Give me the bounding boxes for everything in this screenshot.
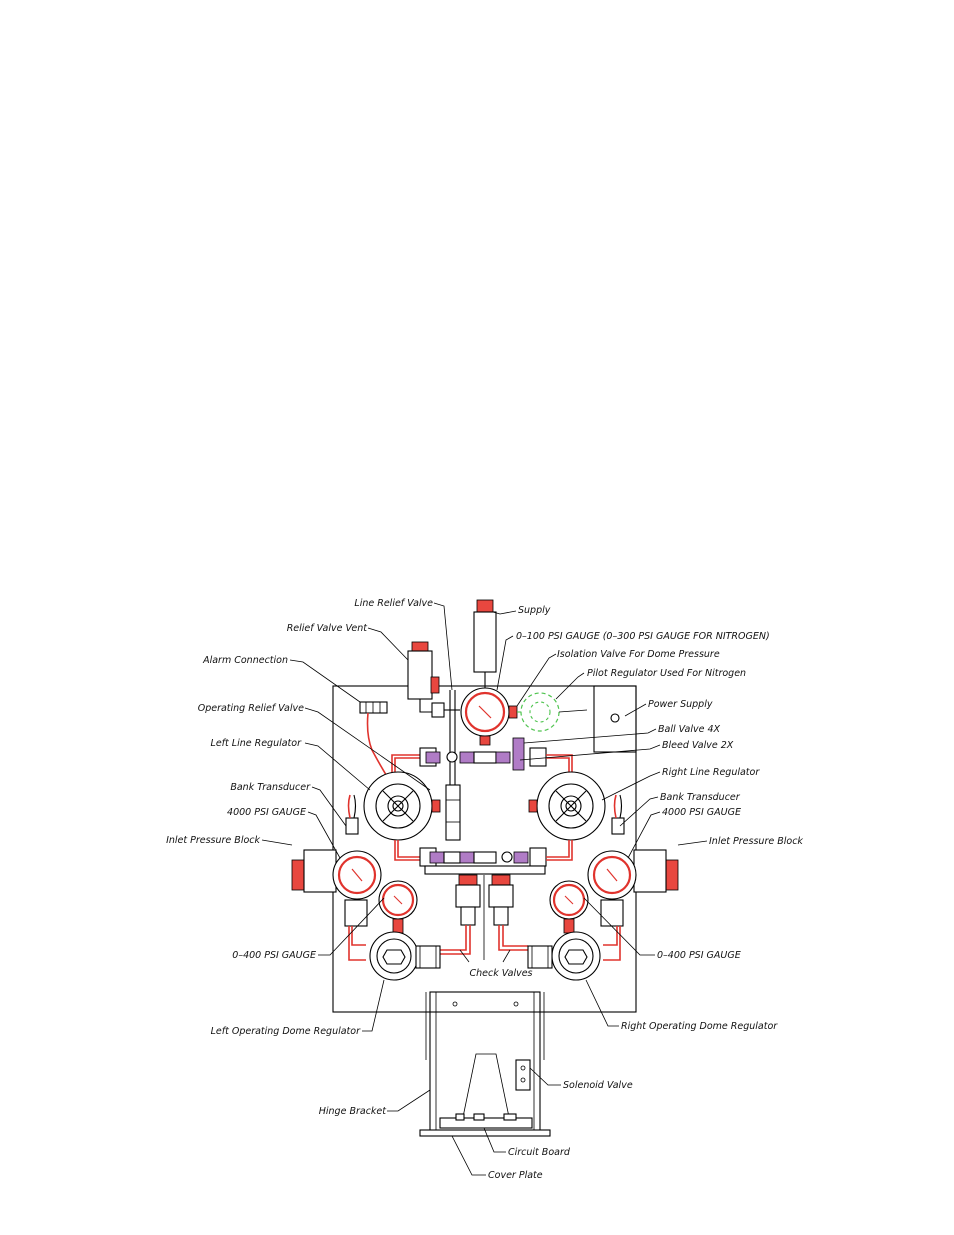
pilot-regulator bbox=[517, 692, 588, 732]
right-bank-assembly bbox=[587, 794, 679, 961]
label-ball-valve: Ball Valve 4X bbox=[658, 724, 721, 735]
lower-manifold bbox=[394, 840, 573, 875]
left-line-regulator bbox=[363, 771, 441, 841]
label-solenoid-valve: Solenoid Valve bbox=[563, 1080, 633, 1091]
label-right-dome-regulator: Right Operating Dome Regulator bbox=[621, 1021, 778, 1032]
label-isolation-valve: Isolation Valve For Dome Pressure bbox=[557, 649, 720, 660]
gauge-0-100 bbox=[460, 687, 510, 746]
leader-lines bbox=[261, 602, 708, 1176]
left-bank-assembly bbox=[291, 794, 382, 961]
label-gauge-0-100: 0–100 PSI GAUGE (0–300 PSI GAUGE FOR NIT… bbox=[516, 631, 770, 642]
label-cover-plate: Cover Plate bbox=[488, 1170, 543, 1181]
upper-manifold bbox=[391, 737, 573, 780]
label-relief-valve-vent: Relief Valve Vent bbox=[287, 623, 369, 634]
isolation-valve bbox=[508, 705, 518, 719]
relief-valve-assembly bbox=[407, 641, 460, 785]
supply-inlet bbox=[473, 599, 497, 688]
label-gauge-4000-left: 4000 PSI GAUGE bbox=[227, 807, 306, 818]
label-bank-transducer-left: Bank Transducer bbox=[230, 782, 311, 793]
center-column bbox=[445, 784, 461, 841]
label-gauge-4000-right: 4000 PSI GAUGE bbox=[662, 807, 741, 818]
right-line-regulator bbox=[528, 771, 606, 841]
right-dome-regulator bbox=[527, 931, 601, 981]
label-supply: Supply bbox=[518, 605, 551, 616]
label-inlet-block-right: Inlet Pressure Block bbox=[709, 836, 803, 847]
label-left-dome-regulator: Left Operating Dome Regulator bbox=[211, 1026, 361, 1037]
label-line-relief-valve: Line Relief Valve bbox=[354, 598, 433, 609]
solenoid-valve bbox=[515, 1059, 531, 1091]
label-right-line-regulator: Right Line Regulator bbox=[662, 767, 760, 778]
power-supply bbox=[593, 685, 637, 753]
label-gauge-0-400-right: 0–400 PSI GAUGE bbox=[657, 950, 741, 961]
label-operating-relief-valve: Operating Relief Valve bbox=[198, 703, 304, 714]
left-dome-regulator bbox=[369, 931, 441, 981]
label-circuit-board: Circuit Board bbox=[508, 1147, 571, 1158]
circuit-board bbox=[439, 1113, 533, 1129]
left-gauge-0-400 bbox=[378, 880, 418, 934]
label-hinge-bracket: Hinge Bracket bbox=[319, 1106, 388, 1117]
label-alarm-connection: Alarm Connection bbox=[202, 655, 288, 666]
label-power-supply: Power Supply bbox=[648, 699, 713, 710]
label-left-line-regulator: Left Line Regulator bbox=[211, 738, 303, 749]
label-gauge-0-400-left: 0–400 PSI GAUGE bbox=[232, 950, 316, 961]
check-valves bbox=[440, 874, 528, 960]
label-check-valves: Check Valves bbox=[469, 968, 532, 979]
label-pilot-regulator: Pilot Regulator Used For Nitrogen bbox=[587, 668, 746, 679]
alarm-connection-terminal bbox=[359, 701, 389, 779]
label-bleed-valve: Bleed Valve 2X bbox=[662, 740, 734, 751]
label-inlet-block-left: Inlet Pressure Block bbox=[166, 835, 260, 846]
right-gauge-0-400 bbox=[549, 880, 589, 934]
label-bank-transducer-right: Bank Transducer bbox=[660, 792, 741, 803]
